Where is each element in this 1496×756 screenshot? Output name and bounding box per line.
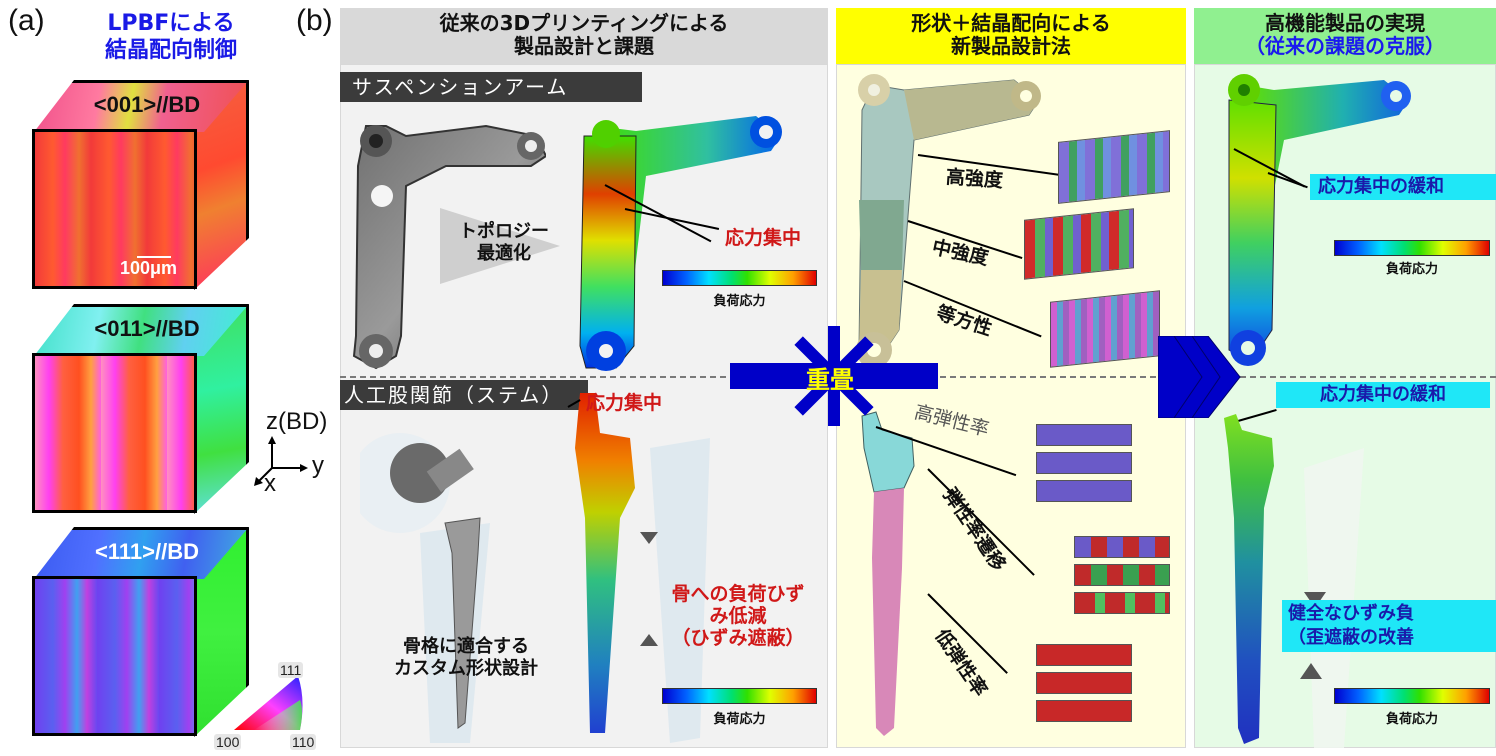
cube-front-face: [32, 576, 197, 736]
load-arrow-up-icon: [1300, 663, 1322, 679]
category-label-suspension-arm: サスペンションアーム: [340, 72, 642, 102]
strain-shielding-callout: 骨への負荷ひず み低減 （ひずみ遮蔽）: [658, 583, 818, 649]
section-title-line2: （従来の課題の克服）: [1245, 34, 1445, 58]
callout-line1: 健全なひずみ負: [1288, 603, 1414, 624]
ipf-triangle-icon: [234, 676, 303, 730]
suspension-arm-multiregion-image: [856, 74, 1041, 368]
stress-relief-callout: 応力集中の緩和: [1310, 174, 1496, 200]
callout-line1: 骨への負荷ひず: [671, 583, 805, 605]
ebsd-cube-001: <001>//BD 100μm: [32, 80, 257, 290]
lattice-isotropic-image: [1050, 290, 1160, 368]
panel-b-label: (b): [296, 4, 333, 37]
colorbar-label: 負荷応力: [1385, 262, 1438, 277]
lattice-medium-strength-image: [1024, 208, 1134, 280]
cube-orientation-label: <111>//BD: [95, 539, 199, 564]
section-header: 形状＋結晶配向による 新製品設計法: [836, 8, 1186, 64]
section-header: 従来の3Dプリンティングによる 製品設計と課題: [340, 8, 828, 64]
coordinate-axes: z(BD) y x: [250, 408, 340, 497]
section-high-performance: 高機能製品の実現 （従来の課題の克服） 応力集中の緩和 負荷応力 応力集中の緩和: [1194, 8, 1496, 748]
axis-y-label: y: [312, 452, 324, 479]
lattice-high-modulus-layer: [1036, 480, 1132, 502]
lattice-high-modulus-layer: [1036, 452, 1132, 474]
section-title-line1: 従来の3Dプリンティングによる: [439, 11, 729, 35]
topology-arrow-icon: [440, 208, 560, 284]
panel-a-title: LPBFによる 結晶配向制御: [86, 10, 256, 64]
load-arrow-down-icon: [640, 532, 658, 544]
axis-x-label: x: [264, 470, 276, 497]
custom-shape-design-text: 骨格に適合する カスタム形状設計: [366, 636, 566, 680]
healthy-strain-callout: 健全なひずみ負 （歪遮蔽の改善: [1282, 600, 1496, 652]
ipf-label-110: 110: [290, 734, 317, 750]
topology-text-line2: 最適化: [477, 243, 531, 264]
ebsd-cube-111: <111>//BD: [32, 527, 257, 742]
stress-concentration-callout: 応力集中: [725, 227, 802, 249]
scale-bar: [137, 256, 171, 258]
axis-z-label: z(BD): [266, 408, 328, 435]
stress-colorbar: [662, 270, 817, 286]
cube-front-face: [32, 353, 197, 513]
label-high-strength: 高強度: [945, 166, 1004, 192]
scale-bar-label: 100μm: [120, 258, 178, 278]
stress-colorbar: [1334, 240, 1490, 256]
cube-orientation-label: <011>//BD: [94, 316, 200, 341]
section-new-design: 形状＋結晶配向による 新製品設計法 高強度 中強度 等方性 高弾性率 弾性率遷移…: [836, 8, 1186, 748]
lattice-low-modulus-layer: [1036, 672, 1132, 694]
lattice-transition-layer: [1074, 536, 1170, 558]
panel-a-label: (a): [8, 4, 45, 37]
lattice-low-modulus-layer: [1036, 644, 1132, 666]
stress-colorbar: [1334, 688, 1490, 704]
stem-stress-concentration-callout: 応力集中: [586, 392, 663, 414]
colorbar-label: 負荷応力: [713, 294, 766, 309]
ebsd-cube-011: <011>//BD: [32, 304, 257, 514]
section-title-line1: 形状＋結晶配向による: [911, 11, 1111, 35]
ipf-label-100: 100: [214, 734, 242, 750]
design-text-line1: 骨格に適合する: [403, 636, 529, 657]
callout-line2: み低減: [709, 605, 767, 627]
section-header: 高機能製品の実現 （従来の課題の克服）: [1194, 8, 1496, 64]
hip-implant-gray-image: [360, 433, 490, 743]
colorbar-label: 負荷応力: [713, 712, 766, 727]
lattice-high-strength-image: [1058, 130, 1170, 204]
lattice-transition-layer: [1074, 564, 1170, 586]
suspension-arm-improved-stress-image: [1228, 74, 1411, 366]
panel-a-title-line2: 結晶配向制御: [104, 38, 237, 63]
triple-chevron-arrow-icon: [1158, 336, 1241, 418]
overlay-label: 重畳: [806, 366, 854, 394]
section-title-line1: 高機能製品の実現: [1265, 11, 1425, 35]
ipf-label-111: 111: [278, 662, 304, 678]
load-arrow-up-icon: [640, 634, 658, 646]
ipf-color-key: 111 100 110: [214, 660, 324, 756]
section-conventional: 従来の3Dプリンティングによる 製品設計と課題 サスペンションアーム トポロジー…: [340, 8, 828, 748]
overlay-star-icon: [794, 326, 874, 426]
callout-line3: （ひずみ遮蔽）: [671, 627, 805, 649]
lattice-transition-layer: [1074, 592, 1170, 614]
suspension-arm-original-image: [352, 124, 546, 370]
section-title-line2: 新製品設計法: [951, 34, 1071, 58]
panel-a-title-line1: LPBFによる: [107, 11, 235, 36]
lattice-low-modulus-layer: [1036, 700, 1132, 722]
hip-stem-stress-image: [575, 393, 710, 743]
stem-stress-relief-callout: 応力集中の緩和: [1276, 382, 1490, 408]
design-text-line2: カスタム形状設計: [394, 658, 538, 679]
callout-line2: （歪遮蔽の改善: [1288, 627, 1414, 648]
axes-arrows-icon: [254, 436, 308, 486]
category-label-hip-stem: 人工股関節（ステム）: [340, 380, 588, 410]
colorbar-label: 負荷応力: [1385, 712, 1438, 727]
topology-optimization-text: トポロジー 最適化: [434, 221, 574, 265]
lattice-high-modulus-layer: [1036, 424, 1132, 446]
section-title-line2: 製品設計と課題: [514, 34, 654, 58]
cube-front-face: [32, 129, 197, 289]
topology-text-line1: トポロジー: [459, 221, 549, 242]
hip-stem-multiregion-image: [861, 411, 915, 736]
stress-colorbar: [662, 688, 817, 704]
cube-orientation-label: <001>//BD: [93, 92, 201, 117]
